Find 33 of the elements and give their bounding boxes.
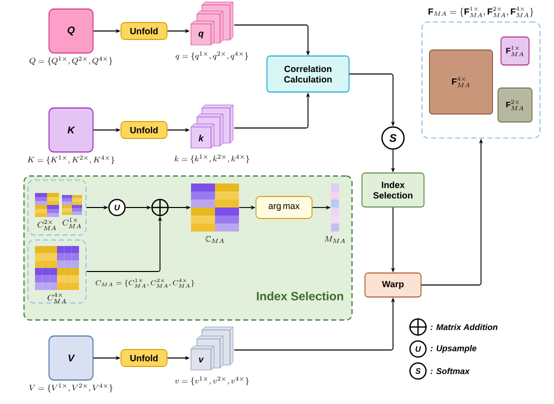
group-box: [27, 179, 87, 236]
formula-label: $C_{MA}=\{C^{1\times}_{MA},C^{2\times}_{MA},C^{4\times}_{MA}\}$: [96, 278, 194, 288]
formula-label: $C^{1\times}_{MA}$: [62, 218, 81, 228]
legend-label: : Softmax: [430, 368, 470, 374]
formula-label: $V=\{V^{1\times},V^{2\times},V^{4\times}\}$: [29, 383, 113, 392]
feature-box: $\mathbf{F}^{4\times}_{MA}$: [429, 50, 493, 114]
formula-label: $q=\{q^{1\times},q^{2\times},q^{4\times}\}$: [176, 51, 248, 60]
input-box: K: [48, 108, 94, 152]
unfold-box: Unfold: [120, 22, 168, 40]
addition-symbol: [151, 198, 169, 216]
formula-label: $C^{4\times}_{MA}$: [48, 292, 66, 304]
input-box: Q: [48, 8, 94, 54]
feature-box: $\mathbf{F}^{1\times}_{MA}$: [500, 36, 530, 66]
formula-label: $\mathbb{C}_{MA}$: [206, 236, 224, 243]
process-box: Index Selection: [362, 172, 424, 208]
formula-label: $K=\{K^{1\times},K^{2\times},K^{4\times}\}$: [27, 155, 114, 164]
legend-label: : Matrix Addition: [430, 324, 498, 330]
formula-label: $C^{2\times}_{MA}$: [38, 220, 56, 230]
formula-label: $Q=\{Q^{1\times},Q^{2\times},Q^{4\times}\}$: [30, 56, 112, 66]
unfold-box: Unfold: [120, 349, 168, 367]
operator-box: $\arg\max$: [256, 196, 312, 219]
heading: $\mathbf{F}_{MA}=\{\mathbf{F}^{1\times}_{MA},\mathbf{F}^{2\times}_{MA},\mathbf{F}^{4\times}_{MA}\}$: [428, 6, 534, 18]
feature-box: $\mathbf{F}^{2\times}_{MA}$: [498, 88, 532, 122]
process-box: Warp: [364, 272, 422, 298]
formula-label: $M_{MA}$: [324, 236, 345, 243]
formula-label: $v=\{v^{1\times},v^{2\times},v^{4\times}\}$: [174, 376, 249, 386]
process-box: Correlation Calculation: [266, 56, 350, 92]
panel-title: Index Selection: [256, 292, 344, 300]
legend-label: : Upsample: [430, 345, 476, 353]
group-box: [27, 239, 87, 304]
formula-label: $k=\{k^{1\times},k^{2\times},k^{4\times}\}$: [174, 154, 250, 164]
input-box: V: [48, 336, 94, 380]
unfold-box: Unfold: [120, 121, 168, 139]
